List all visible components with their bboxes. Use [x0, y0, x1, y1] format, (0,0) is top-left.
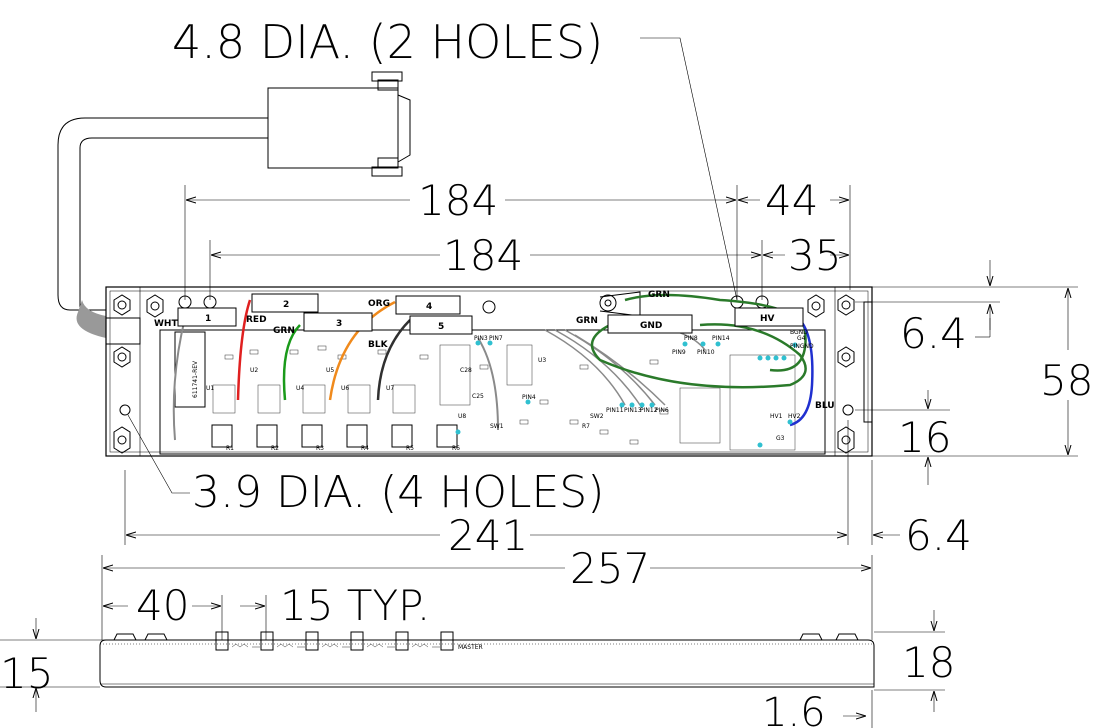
dim-184-upper: 184: [418, 176, 498, 225]
svg-text:SW2: SW2: [590, 413, 604, 420]
svg-text:R6: R6: [452, 445, 460, 452]
svg-text:5: 5: [438, 322, 444, 332]
connector-2: 2: [251, 293, 319, 313]
svg-text:U2: U2: [250, 367, 258, 374]
callout-top-leader: [640, 37, 738, 301]
pin-markers: [455, 340, 798, 448]
wire-label-org: ORG: [368, 299, 390, 309]
svg-text:C28: C28: [460, 367, 472, 374]
connector-3: 3: [303, 312, 373, 332]
connector-4: 4: [395, 295, 461, 315]
dim-241: 241: [448, 511, 528, 560]
dimension-lines-right: [855, 260, 1078, 485]
svg-text:R2: R2: [271, 445, 279, 452]
dim-6-4-right: 6.4: [900, 309, 967, 358]
svg-text:PINGND: PINGND: [790, 343, 814, 350]
wire-label-grn-2: GRN: [648, 290, 670, 300]
svg-text:SW1: SW1: [490, 423, 504, 430]
callout-bottom-leader: [127, 414, 190, 494]
svg-text:U1: U1: [206, 385, 214, 392]
svg-text:R7: R7: [582, 423, 590, 430]
connector-1: 1: [177, 307, 237, 327]
svg-text:HV2: HV2: [788, 413, 801, 420]
dim-58: 58: [1040, 356, 1093, 405]
dimension-lines-bottom: [101, 420, 900, 640]
dim-257: 257: [570, 544, 650, 593]
wire-label-blu: BLU: [815, 401, 835, 411]
callout-pitch-typ: 15 TYP.: [280, 581, 430, 630]
dim-35: 35: [788, 231, 841, 280]
svg-text:U4: U4: [296, 385, 304, 392]
wire-harness: [172, 293, 814, 441]
svg-text:4: 4: [426, 302, 432, 312]
svg-text:U7: U7: [386, 385, 394, 392]
switch-labels: SW1 SW2: [490, 413, 604, 430]
svg-text:U8: U8: [458, 413, 466, 420]
connector-5: 5: [409, 315, 473, 335]
svg-text:PIN7: PIN7: [489, 335, 503, 342]
svg-text:G4: G4: [797, 335, 806, 342]
dimension-lines-side: [0, 610, 945, 728]
svg-text:BGND: BGND: [790, 329, 808, 336]
side-view: [99, 631, 875, 688]
dim-184-lower: 184: [443, 231, 523, 280]
wire-label-wht: WHT: [154, 319, 178, 329]
svg-text:R1: R1: [226, 445, 234, 452]
svg-text:PIN10: PIN10: [697, 349, 715, 356]
svg-text:PIN8: PIN8: [684, 335, 698, 342]
dim-15-side: 15: [0, 649, 53, 698]
dim-18: 18: [902, 638, 955, 687]
dim-44: 44: [765, 176, 818, 225]
svg-text:2: 2: [283, 300, 289, 310]
dim-1-6: 1.6: [762, 690, 826, 728]
side-view-master-label: MASTER: [458, 644, 483, 651]
svg-text:HV: HV: [760, 314, 775, 324]
svg-text:PIN12: PIN12: [640, 407, 658, 414]
dimension-lines-top: [184, 185, 851, 300]
callout-mount-holes-bottom: 3.9 DIA. (4 HOLES): [192, 467, 604, 518]
svg-text:PIN13: PIN13: [624, 407, 642, 414]
dim-6-4-bottom: 6.4: [905, 511, 972, 560]
svg-text:3: 3: [336, 319, 342, 329]
pin-labels: PIN3 PIN7 PIN4 PIN8 PIN9 PIN10 PIN14 PIN…: [474, 335, 730, 414]
resistor-labels: R1 R2 R3 R4 R5 R6: [226, 445, 460, 452]
svg-text:HV1: HV1: [770, 413, 783, 420]
callout-mount-holes-top: 4.8 DIA. (2 HOLES): [172, 15, 603, 69]
svg-text:PIN3: PIN3: [474, 335, 488, 342]
svg-text:PIN4: PIN4: [522, 394, 536, 401]
connector-gnd: GND: [607, 314, 693, 334]
svg-text:PIN9: PIN9: [672, 349, 686, 356]
svg-text:PIN14: PIN14: [712, 335, 730, 342]
board-top-view: [105, 286, 873, 457]
wire-label-grn-3: GRN: [576, 316, 598, 326]
svg-text:U6: U6: [341, 385, 349, 392]
connector-hv: HV: [734, 307, 804, 327]
wire-label-grn-1: GRN: [273, 326, 295, 336]
dim-40: 40: [136, 581, 189, 630]
svg-text:G3: G3: [776, 435, 785, 442]
pcb-part-number: 611741-REV: [192, 360, 199, 398]
svg-text:R3: R3: [316, 445, 324, 452]
svg-text:PIN11: PIN11: [606, 407, 624, 414]
svg-text:C25: C25: [472, 393, 484, 400]
svg-text:U5: U5: [326, 367, 334, 374]
wire-label-red: RED: [246, 315, 267, 325]
svg-text:R4: R4: [361, 445, 369, 452]
svg-text:1: 1: [205, 314, 211, 324]
cable-assembly: [57, 71, 411, 338]
svg-text:GND: GND: [640, 321, 662, 331]
dim-16: 16: [898, 413, 951, 462]
dimension-lines-pitch: [103, 595, 267, 640]
wire-label-blk: BLK: [368, 340, 389, 350]
svg-text:PIN6: PIN6: [655, 407, 669, 414]
svg-text:R5: R5: [406, 445, 414, 452]
misc-silkscreen-labels: U1 U2 U3 U4 U5 U6 U7 U8 C25 C28 R7 HV1 H…: [206, 329, 814, 442]
svg-text:U3: U3: [538, 357, 546, 364]
